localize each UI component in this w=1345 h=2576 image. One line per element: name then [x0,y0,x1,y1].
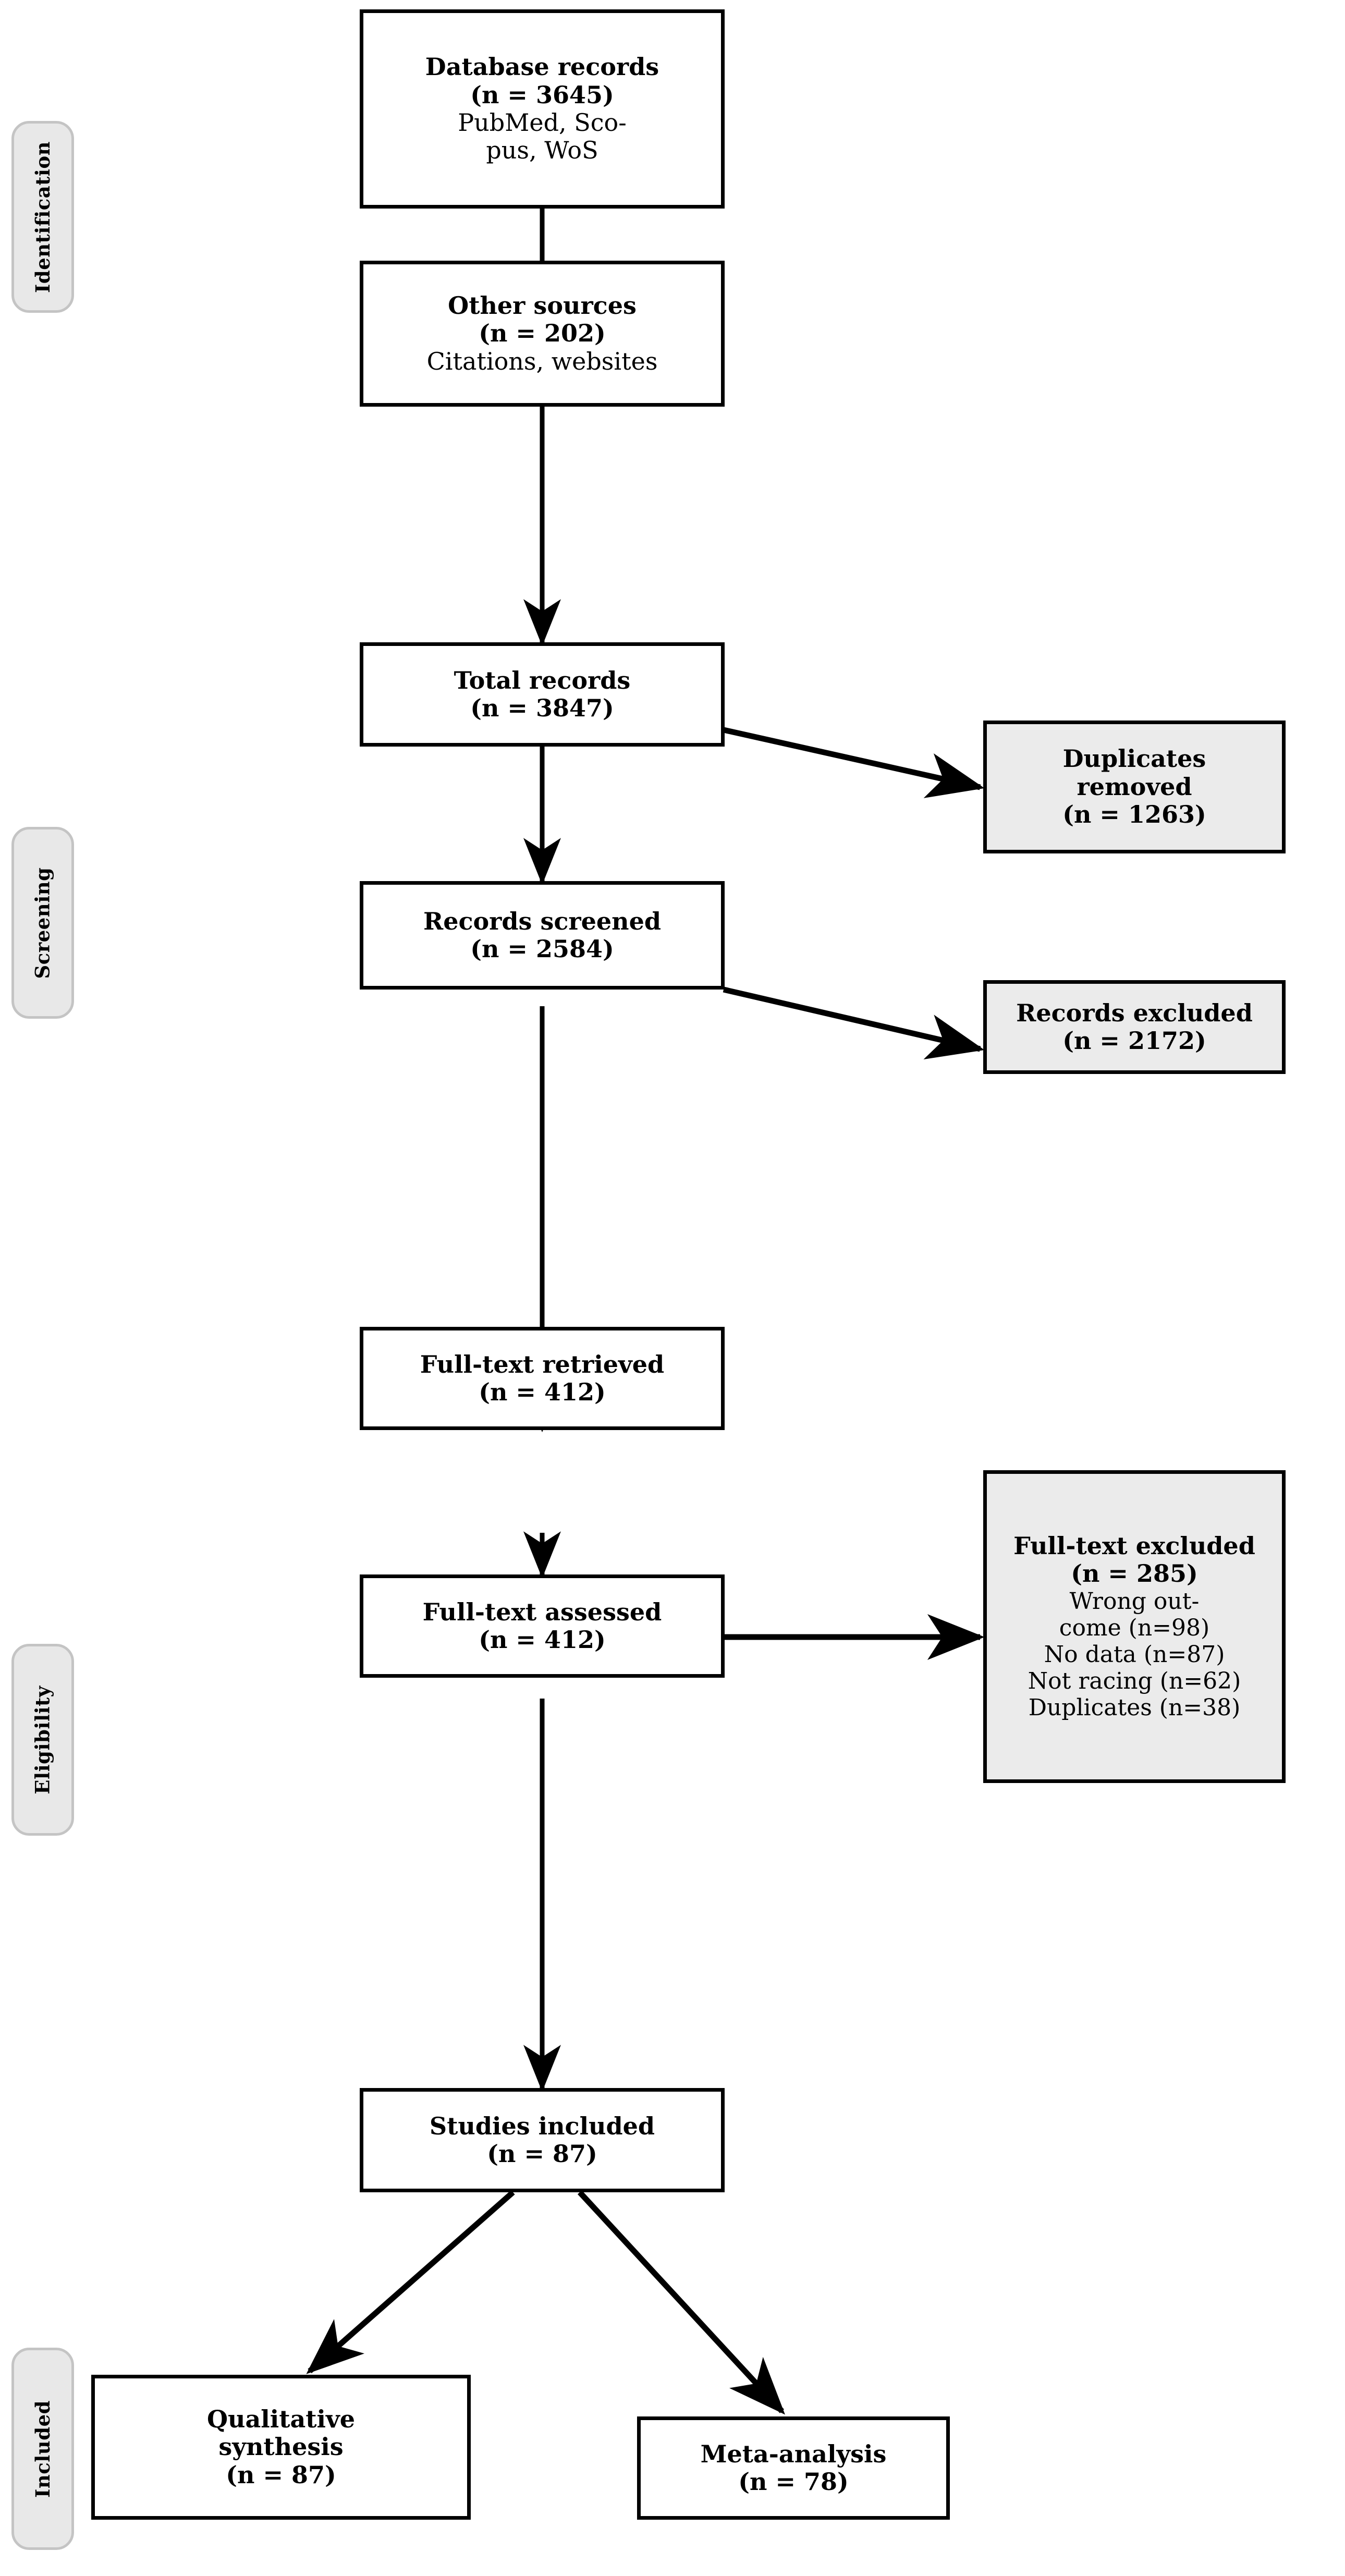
node-qualitative-synthesis-title-line1: Qualitative [206,2404,356,2433]
wire-included-to-meta [577,2190,785,2415]
node-duplicates-removed-title-line1: Duplicates [1062,744,1206,773]
node-qualitative-synthesis-title-line2: synthesis [218,2433,344,2461]
node-total-records-count: (n = 3847) [470,694,614,722]
wire-screened-to-excluded [723,986,985,1060]
node-studies-included[interactable]: Studies included (n = 87) [360,2088,725,2192]
node-records-screened-count: (n = 2584) [470,935,614,963]
stage-tab-eligibility-label: Eligibility [31,1685,54,1794]
node-other-sources-count: (n = 202) [479,319,606,348]
node-database-records-detail-line1: PubMed, Sco- [458,108,627,137]
node-full-text-retrieved-count: (n = 412) [479,1378,606,1406]
node-meta-analysis[interactable]: Meta-analysis (n = 78) [637,2416,950,2520]
stage-tab-eligibility: Eligibility [11,1644,74,1836]
wire-included-to-qualitative [306,2190,515,2374]
wire-total-to-duplicates [723,727,985,798]
node-records-screened[interactable]: Records screened (n = 2584) [360,881,725,990]
node-total-records-title: Total records [454,666,631,694]
node-other-sources-title: Other sources [448,291,637,320]
stage-tab-screening-label: Screening [31,866,54,979]
node-other-sources-detail-line1: Citations, websites [426,347,658,375]
node-database-records-title: Database records [425,53,659,81]
node-records-screened-title: Records screened [423,907,662,935]
node-full-text-excluded-title: Full-text excluded [1013,1532,1255,1560]
node-records-excluded[interactable]: Records excluded (n = 2172) [983,980,1286,1074]
node-full-text-excluded[interactable]: Full-text excluded (n = 285) Wrong out- … [983,1470,1286,1783]
stage-tab-identification: Identification [11,121,74,313]
node-full-text-retrieved[interactable]: Full-text retrieved (n = 412) [360,1327,725,1430]
node-database-records[interactable]: Database records (n = 3645) PubMed, Sco-… [360,9,725,209]
node-duplicates-removed-count: (n = 1263) [1062,800,1206,829]
node-qualitative-synthesis-count: (n = 87) [226,2460,336,2489]
node-meta-analysis-count: (n = 78) [738,2468,849,2496]
node-records-excluded-title: Records excluded [1016,998,1253,1027]
node-other-sources[interactable]: Other sources (n = 202) Citations, websi… [360,261,725,407]
node-records-excluded-count: (n = 2172) [1062,1027,1206,1055]
stage-tab-included-label: Included [31,2400,54,2498]
node-studies-included-title: Studies included [429,2111,655,2140]
node-database-records-count: (n = 3645) [470,80,614,109]
node-total-records[interactable]: Total records (n = 3847) [360,642,725,747]
node-full-text-assessed-title: Full-text assessed [422,1597,662,1626]
node-database-records-detail-line2: pus, WoS [486,136,598,165]
node-studies-included-count: (n = 87) [487,2140,597,2168]
stage-tab-screening: Screening [11,827,74,1019]
node-meta-analysis-title: Meta-analysis [700,2439,887,2468]
node-full-text-excluded-reason1-line2: come (n=98) [1059,1614,1210,1641]
node-duplicates-removed-title-line2: removed [1077,772,1192,801]
node-full-text-excluded-reason3: Not racing (n=62) [1028,1667,1241,1694]
node-full-text-excluded-reason4: Duplicates (n=38) [1028,1694,1241,1721]
node-qualitative-synthesis[interactable]: Qualitative synthesis (n = 87) [91,2375,471,2520]
stage-tab-included: Included [11,2348,74,2550]
node-full-text-retrieved-title: Full-text retrieved [420,1350,665,1378]
node-full-text-assessed-count: (n = 412) [479,1626,606,1654]
node-full-text-excluded-reason2: No data (n=87) [1044,1641,1225,1668]
stage-tab-identification-label: Identification [31,141,54,293]
node-duplicates-removed[interactable]: Duplicates removed (n = 1263) [983,721,1286,853]
node-full-text-excluded-count: (n = 285) [1071,1559,1198,1588]
node-full-text-assessed[interactable]: Full-text assessed (n = 412) [360,1574,725,1678]
node-full-text-excluded-reason1-line1: Wrong out- [1069,1588,1200,1615]
